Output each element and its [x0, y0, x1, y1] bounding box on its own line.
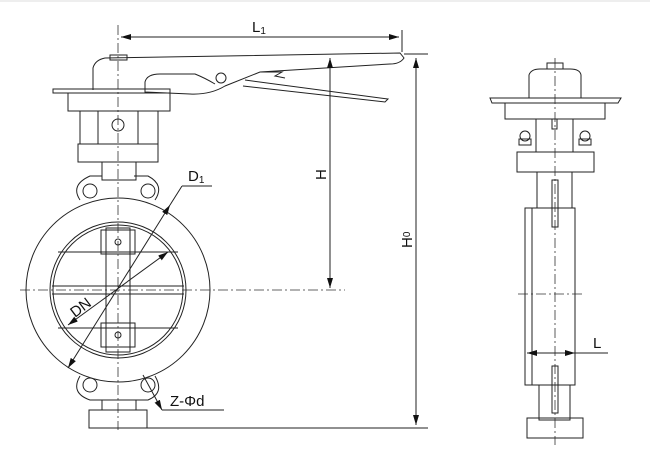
label-dn: DN: [67, 295, 95, 322]
neck: [101, 161, 137, 181]
zd-leader: [142, 374, 163, 411]
label-z-phi-d: Z-Φd: [170, 393, 204, 410]
label-l: L: [593, 335, 601, 352]
label-h: H: [313, 169, 330, 180]
handle-lever: [92, 52, 405, 95]
side-bottom-flange: [526, 417, 584, 439]
stem-top: [109, 54, 128, 61]
label-h0: H0: [399, 231, 416, 248]
side-cap: [528, 68, 582, 98]
label-l1: L1: [252, 19, 266, 37]
handle-pivot: [215, 72, 227, 84]
upper-lugs: [76, 175, 160, 201]
dn-dimension: [67, 251, 169, 326]
front-view: [20, 25, 405, 430]
body-ring-outer: [25, 197, 211, 383]
handle-grip: [242, 79, 390, 103]
bracket: [79, 110, 159, 145]
top-flange: [67, 92, 171, 112]
side-flange: [516, 151, 595, 173]
lower-lugs: [76, 375, 160, 401]
label-d1: D1: [188, 168, 205, 186]
handle-latch: [260, 71, 286, 79]
side-view: [489, 58, 622, 445]
side-plate: [489, 97, 622, 104]
